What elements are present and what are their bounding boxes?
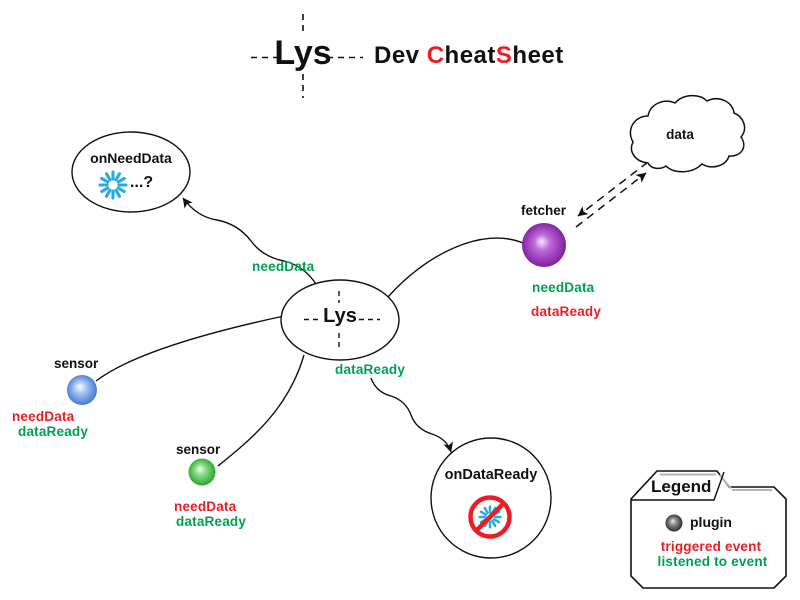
- edge-sensor-blue-to-lys: [95, 315, 285, 382]
- sensor-blue-label: sensor: [54, 356, 99, 371]
- sensor-blue-triggered-event: needData: [12, 409, 75, 424]
- sensor-green-sphere: [188, 458, 216, 486]
- node-lys: [280, 279, 400, 361]
- edge-lys-to-fetcher: [387, 237, 524, 298]
- edge-sensor-green-to-lys: [217, 354, 305, 467]
- plugin-sphere-icon: [665, 514, 683, 532]
- title-crosshair-icon: [251, 14, 363, 98]
- sensor-green-triggered-event: needData: [174, 499, 237, 514]
- wavy-arrow-dataready: [370, 377, 453, 453]
- legend-plugin-label: plugin: [690, 514, 732, 530]
- fetcher-triggered-event: dataReady: [531, 304, 602, 319]
- wavy-arrow-needdata: [182, 197, 317, 285]
- data-cloud-label: data: [666, 127, 694, 142]
- edge-needdata-label: needData: [252, 259, 315, 274]
- dashed-arrow-fetcher-to-cloud: [575, 172, 647, 228]
- title-seg-s: S: [495, 42, 513, 69]
- node-on-need-data: [71, 131, 191, 213]
- fetcher-label: fetcher: [521, 203, 567, 218]
- on-need-data-label: onNeedData: [90, 150, 172, 166]
- on-data-ready-label: onDataReady: [444, 467, 538, 483]
- no-spinner-icon: [468, 495, 512, 539]
- fetcher-listened-event: needData: [532, 280, 595, 295]
- on-need-data-hint: ...?: [130, 174, 154, 191]
- title-seg-heat: heat: [444, 42, 496, 69]
- legend-box: [630, 470, 787, 589]
- legend-tab: [631, 471, 725, 501]
- legend-listened-label: listened to event: [657, 554, 768, 569]
- sensor-blue-listened-event: dataReady: [18, 424, 89, 439]
- cloud-icon: [629, 94, 746, 173]
- sensor-blue-sphere: [67, 375, 97, 405]
- lys-node-label: Lys: [323, 305, 357, 327]
- page-title: Dev CheatSheet: [374, 43, 564, 68]
- title-seg-c: C: [426, 42, 445, 69]
- dashed-arrow-cloud-to-fetcher: [577, 161, 649, 217]
- edge-dataready-label: dataReady: [335, 362, 406, 377]
- sensor-green-label: sensor: [176, 442, 221, 457]
- title-seg-dev: Dev: [374, 42, 427, 69]
- fetcher-sphere: [522, 223, 566, 267]
- legend-triggered-label: triggered event: [660, 539, 762, 554]
- logo-text: Lys: [274, 34, 332, 72]
- legend-title: Legend: [651, 477, 712, 496]
- sensor-green-listened-event: dataReady: [176, 514, 247, 529]
- title-seg-heet: heet: [512, 42, 564, 69]
